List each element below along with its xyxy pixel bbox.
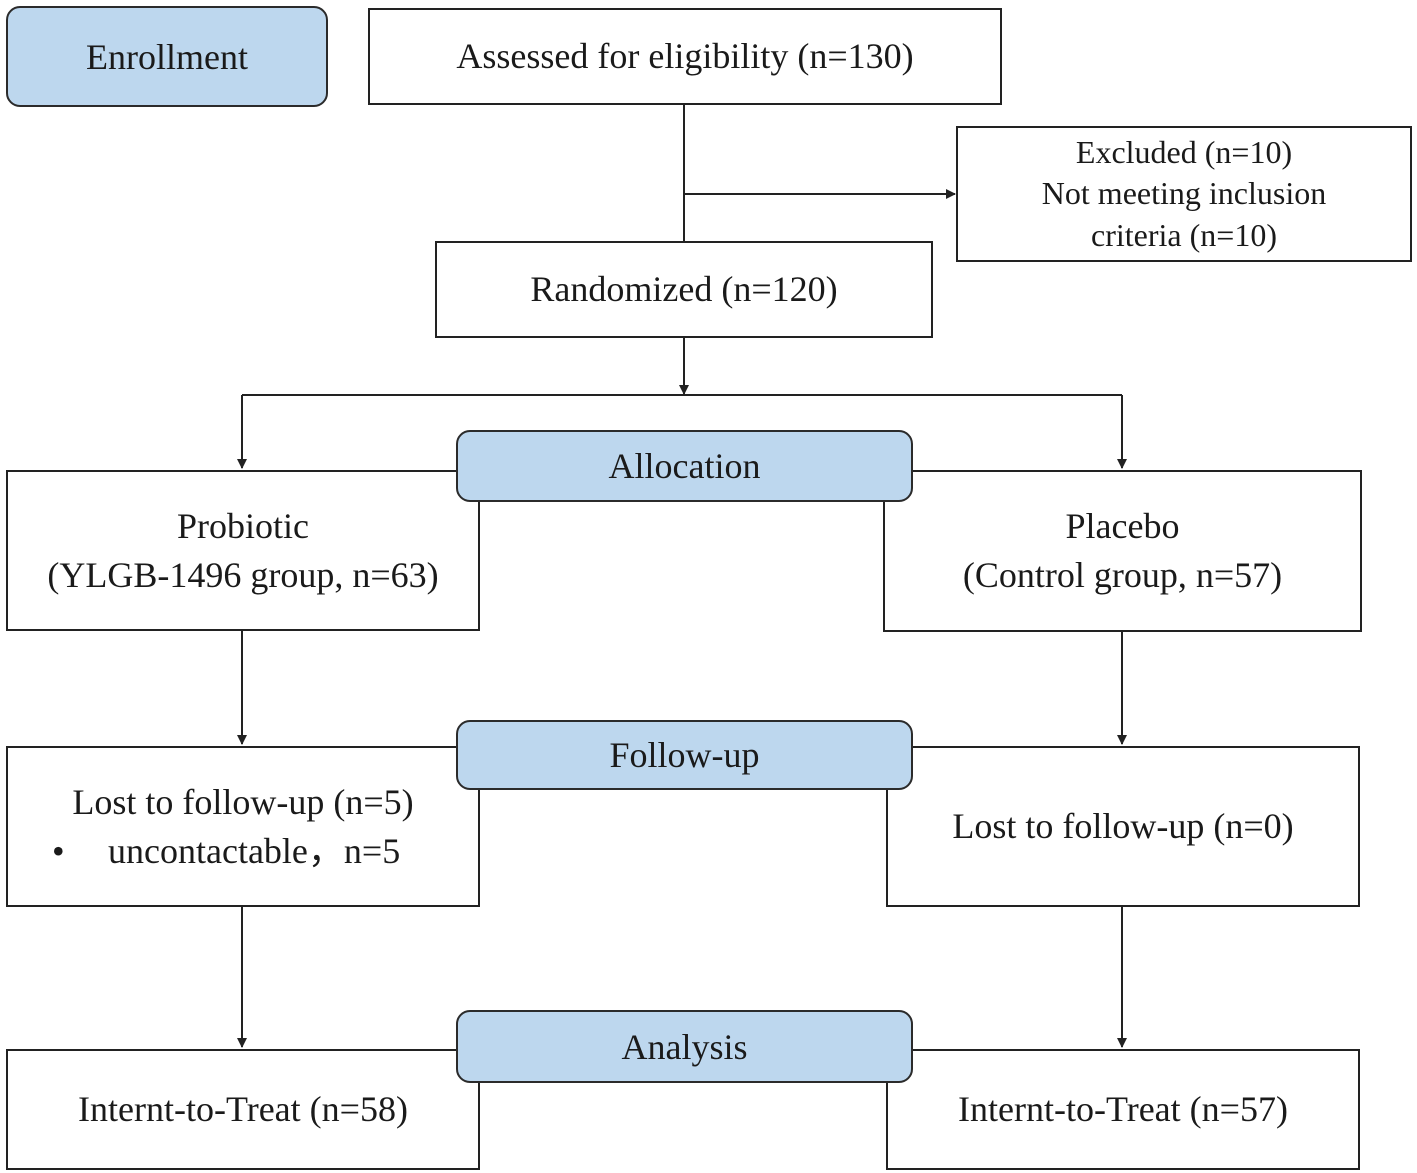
randomized-text: Randomized (n=120) xyxy=(530,269,838,310)
excluded-line-3: criteria (n=10) xyxy=(1091,216,1277,253)
excluded-line-1: Excluded (n=10) xyxy=(1075,133,1293,170)
probiotic-followup-box: Lost to follow-up (n=5) • uncontactable，… xyxy=(6,746,480,907)
placebo-group: (Control group, n=57) xyxy=(962,555,1283,595)
probiotic-lost-reason: uncontactable，n=5 xyxy=(108,830,401,871)
stage-enrollment: Enrollment xyxy=(6,6,328,107)
excluded-box: Excluded (n=10) Not meeting inclusion cr… xyxy=(956,126,1412,262)
stage-allocation-label: Allocation xyxy=(608,446,761,486)
stage-analysis-label: Analysis xyxy=(621,1026,748,1067)
probiotic-itt: Internt-to-Treat (n=58) xyxy=(78,1089,408,1130)
assessed-text: Assessed for eligibility (n=130) xyxy=(456,36,914,77)
stage-analysis: Analysis xyxy=(456,1010,913,1083)
bullet-icon: • xyxy=(52,830,65,871)
stage-allocation: Allocation xyxy=(456,430,913,502)
placebo-analysis-box: Internt-to-Treat (n=57) xyxy=(886,1049,1360,1170)
excluded-line-2: Not meeting inclusion xyxy=(1041,175,1327,212)
stage-follow-up: Follow-up xyxy=(456,720,913,790)
randomized-box: Randomized (n=120) xyxy=(435,241,933,338)
placebo-itt: Internt-to-Treat (n=57) xyxy=(958,1089,1288,1130)
placebo-allocation-box: Placebo (Control group, n=57) xyxy=(883,470,1362,632)
probiotic-lost-to-follow-up: Lost to follow-up (n=5) xyxy=(72,781,414,822)
probiotic-analysis-box: Internt-to-Treat (n=58) xyxy=(6,1049,480,1170)
probiotic-lost-detail: • uncontactable，n=5 xyxy=(8,827,478,876)
placebo-title: Placebo xyxy=(1065,506,1180,547)
probiotic-group: (YLGB-1496 group, n=63) xyxy=(47,554,439,595)
stage-follow-up-label: Follow-up xyxy=(609,735,760,775)
probiotic-title: Probiotic xyxy=(177,505,309,546)
placebo-lost-to-follow-up: Lost to follow-up (n=0) xyxy=(952,806,1294,847)
probiotic-allocation-box: Probiotic (YLGB-1496 group, n=63) xyxy=(6,470,480,631)
stage-enrollment-label: Enrollment xyxy=(86,36,248,77)
